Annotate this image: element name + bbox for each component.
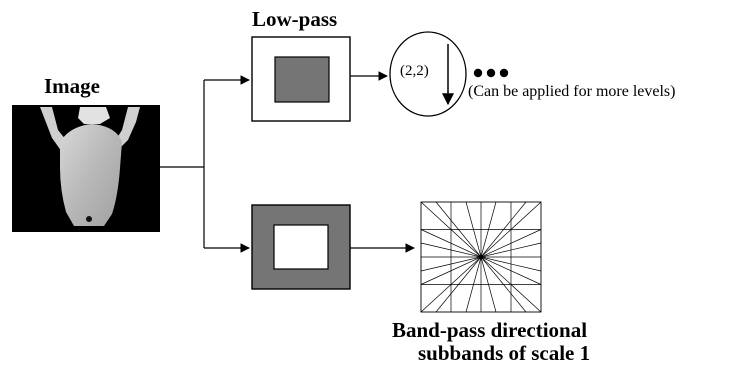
image-connector	[160, 75, 250, 253]
subband-center	[479, 255, 483, 259]
lowpass-title: Low-pass	[252, 7, 338, 31]
input-image	[12, 105, 160, 232]
downsample-label: (2,2)	[400, 63, 429, 79]
subband-caption-line2: subbands of scale 1	[418, 341, 591, 365]
subband-caption-line1: Band-pass directional	[392, 318, 588, 342]
lowpass-filter-box	[251, 36, 351, 122]
bandpass-filter-box	[251, 204, 351, 290]
more-levels-note: (Can be applied for more levels)	[468, 83, 676, 100]
ellipsis-icon	[473, 68, 509, 78]
image-title: Image	[44, 74, 100, 98]
